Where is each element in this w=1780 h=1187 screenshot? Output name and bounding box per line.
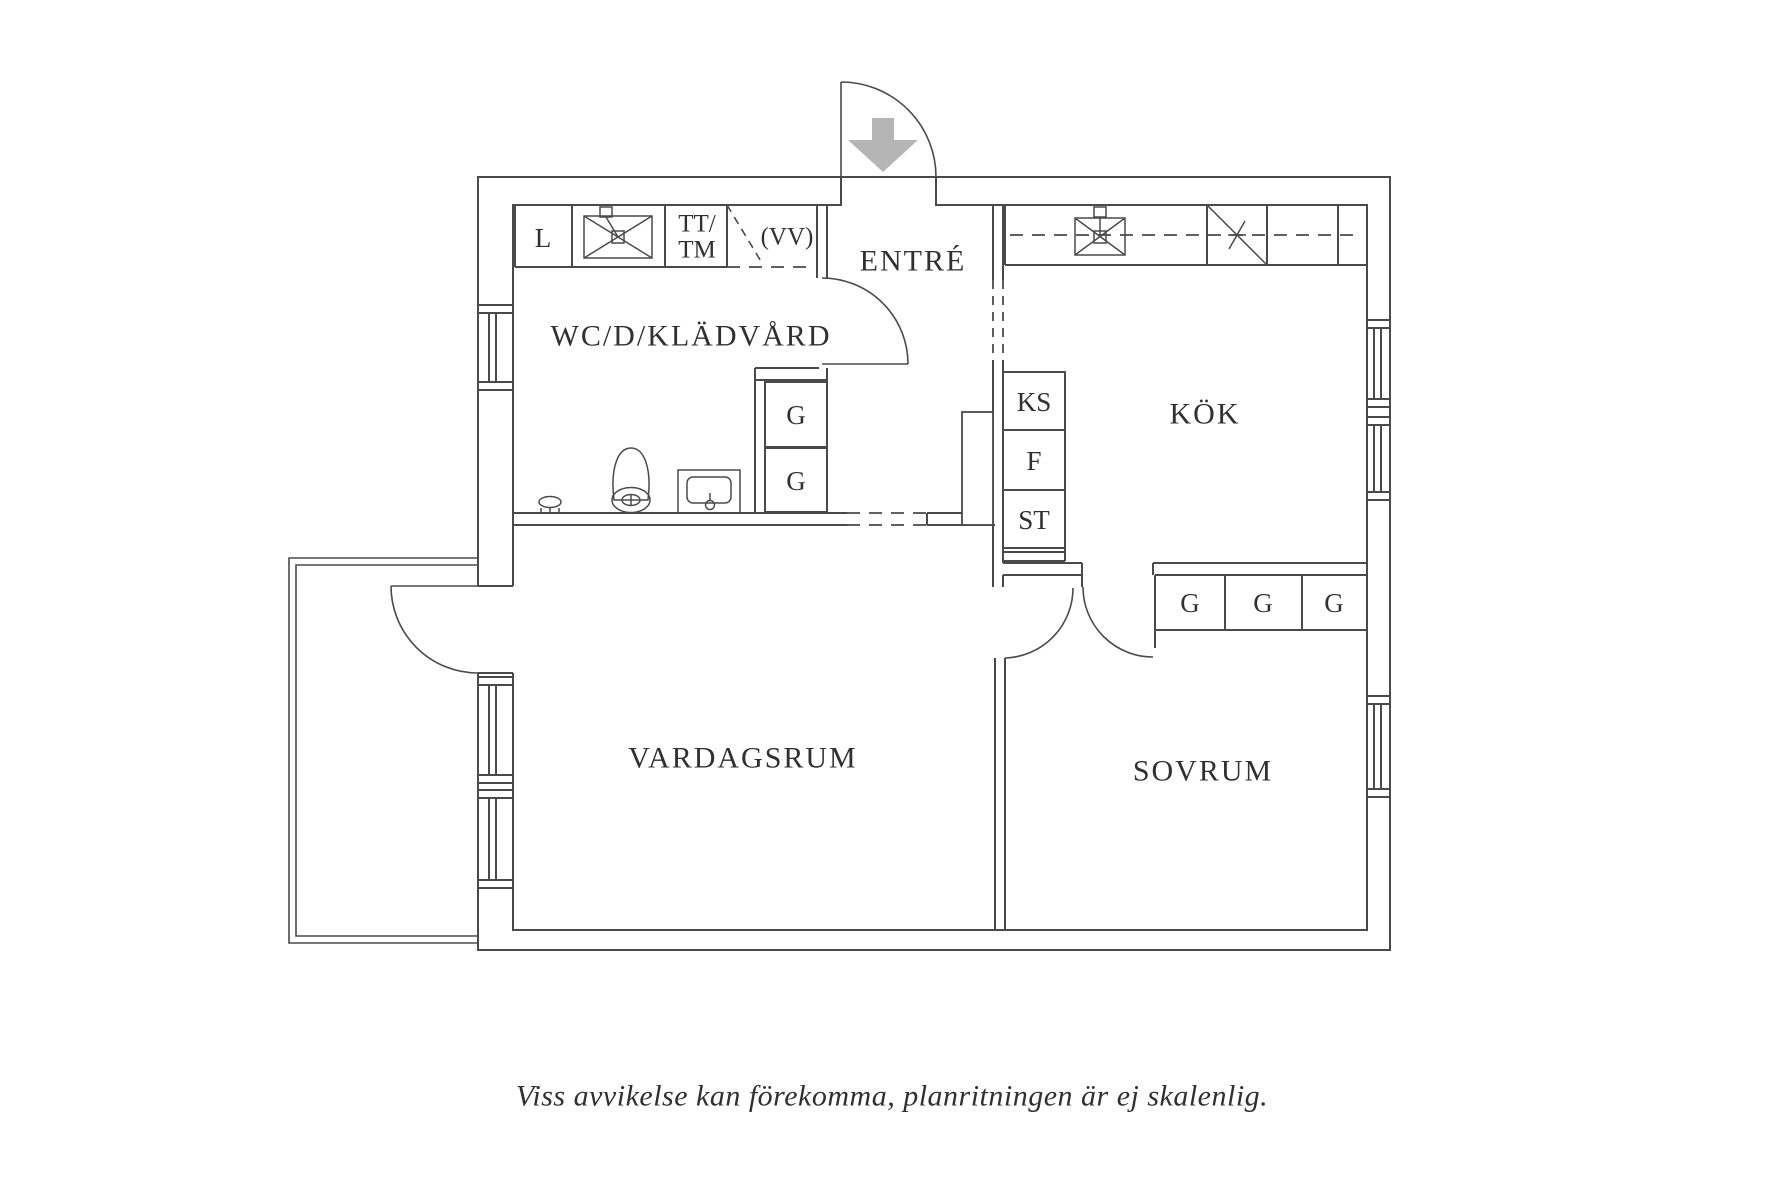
floor-drain-legs — [540, 508, 560, 514]
laundry-sink-tap-icon — [599, 206, 613, 218]
label-fridge: KS — [1017, 387, 1052, 417]
room-label-kok: KÖK — [1170, 398, 1241, 431]
sovrum-window — [1367, 695, 1390, 798]
label-washer: TM — [678, 237, 716, 264]
doors — [390, 81, 1154, 674]
laundry-sink-tap-stem — [605, 216, 619, 238]
wardrobes — [764, 381, 1367, 631]
balcony — [288, 557, 477, 944]
washbasin-tap — [704, 499, 716, 511]
ventilation-shaft — [961, 411, 994, 526]
room-label-sovrum: SOVRUM — [1133, 755, 1273, 788]
label-wardrobe-sov-1: G — [1180, 588, 1200, 618]
wc-window — [478, 304, 513, 391]
washbasin-inner — [686, 476, 732, 504]
kok-window-2 — [1367, 416, 1390, 501]
kitchen-counter — [1004, 204, 1367, 266]
laundry-bench — [514, 205, 728, 268]
toilet-flush — [621, 493, 641, 507]
label-linen-closet: L — [535, 223, 552, 253]
vardagsrum-window-1 — [478, 676, 513, 784]
cabinet-st — [1002, 489, 1066, 549]
label-freezer: F — [1026, 446, 1041, 476]
entry-kitchen-opening — [992, 280, 1004, 360]
tall-cabinets — [1002, 371, 1066, 562]
wc-closet-niche-walls — [754, 367, 827, 513]
dashed-lines — [726, 204, 1360, 526]
vardagsrum-sovrum-partition — [994, 658, 1006, 930]
balcony-door — [390, 585, 479, 674]
room-label-entre: ENTRÉ — [860, 245, 967, 278]
label-wardrobe-wc-top: G — [786, 400, 806, 430]
laundry-bench-outline — [514, 205, 728, 268]
entry-door — [840, 81, 937, 178]
room-label-wc: WC/D/KLÄDVÅRD — [551, 320, 832, 353]
floor-drain-icon — [538, 495, 562, 509]
label-wardrobe-sov-2: G — [1253, 588, 1273, 618]
label-pantry: ST — [1018, 505, 1050, 535]
wardrobe-wc-bottom — [764, 447, 828, 513]
kok-sovrum-door — [1082, 586, 1154, 658]
stove-icon — [1206, 204, 1268, 266]
kitchen-west-wall — [992, 205, 1004, 587]
washbasin-icon — [677, 469, 741, 514]
vardagsrum-north-wall — [513, 512, 995, 526]
label-wardrobe-wc-bottom: G — [786, 466, 806, 496]
vv-diagonal — [726, 204, 763, 264]
room-label-vardagsrum: VARDAGSRUM — [628, 742, 858, 775]
kitchen-sink-center — [1093, 230, 1107, 244]
windows — [478, 304, 1390, 889]
kok-window-1 — [1367, 319, 1390, 408]
kitchen-south-wall — [1003, 562, 1367, 648]
cabinet-base — [1003, 548, 1066, 562]
wardrobe-row-sovrum — [1155, 574, 1367, 631]
laundry-sink-icon — [583, 215, 653, 259]
bathroom-fixtures — [538, 447, 741, 514]
wc-door — [821, 277, 909, 365]
kitchen-counter-outline — [1004, 205, 1367, 266]
wc-east-wall — [816, 205, 828, 382]
walls — [477, 176, 1391, 951]
entry-arrow-icon — [848, 118, 918, 172]
kitchen-sink-tap-icon — [1093, 206, 1107, 218]
entry-vardagsrum-opening — [847, 512, 927, 526]
laundry-sink-center — [611, 230, 625, 244]
disclaimer-caption: Viss avvikelse kan förekomma, planritnin… — [516, 1080, 1268, 1113]
interior-wall-shell — [478, 177, 1368, 931]
vardagsrum-window-2 — [478, 789, 513, 889]
label-wardrobe-sov-3: G — [1324, 588, 1344, 618]
vardagsrum-sovrum-door — [1004, 587, 1074, 659]
labels: ENTRÉ WC/D/KLÄDVÅRD KÖK VARDAGSRUM SOVRU… — [535, 211, 1344, 788]
toilet-base — [611, 486, 651, 514]
label-water-heater: (VV) — [761, 224, 814, 251]
exterior-wall — [477, 176, 1391, 951]
label-dryer: TT/ — [678, 211, 716, 238]
toilet-icon — [612, 447, 650, 501]
